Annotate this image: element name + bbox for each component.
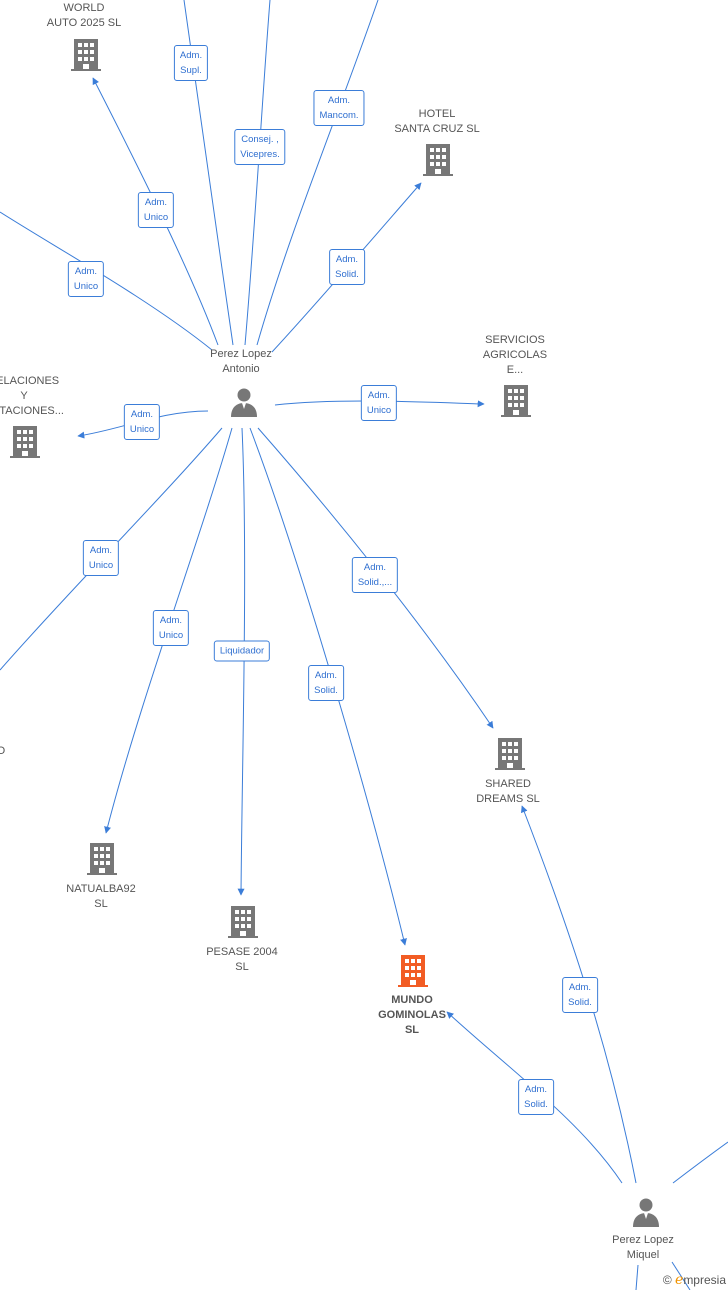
edge-label-adm-unico-left[interactable]: Adm. Unico [67,261,105,297]
node-label-perez-miquel[interactable]: Perez Lopez Miquel [612,1234,674,1261]
node-label-shared[interactable]: SHARED DREAMS SL [476,778,540,805]
edge-line-mancom [256,0,379,346]
edge-label-adm-unico-lower-left[interactable]: Adm. Unico [82,540,120,576]
node-label-world-auto[interactable]: WORLD AUTO 2025 SL [46,2,122,29]
edge-label-adm-supl[interactable]: Adm. Supl. [173,45,209,81]
building-icon[interactable] [494,737,526,771]
edge-label-adm-unico-world[interactable]: Adm. Unico [137,192,175,228]
edge-label-adm-unico-servicios[interactable]: Adm. Unico [360,385,398,421]
node-label-hotel[interactable]: HOTEL SANTA CRUZ SL [394,108,480,135]
building-icon[interactable] [86,842,118,876]
building-icon-highlight[interactable] [397,954,429,988]
node-label-perez-antonio[interactable]: Perez Lopez Antonio [210,348,272,375]
edge-line-consej [244,0,271,346]
edge-line-pesase [237,427,246,896]
node-label-velaciones[interactable]: VELACIONES Y ACTACIONES... [0,375,64,417]
node-label-left-partial: O [0,745,6,757]
edge-label-adm-solid-mundo[interactable]: Adm. Solid. [308,665,344,701]
edge-label-liquidador[interactable]: Liquidador [213,640,271,662]
building-icon[interactable] [70,38,102,72]
edge-line-supl [183,0,234,346]
edge-label-adm-unico-velaciones[interactable]: Adm. Unico [123,404,161,440]
brand-e: e [675,1272,684,1288]
edge-line-miquel-down-right [671,1261,691,1290]
brand-watermark: © empresia [663,1272,726,1288]
edge-label-consej-vicepres[interactable]: Consej. , Vicepres. [234,129,286,165]
edge-line-miquel-down [635,1264,639,1290]
node-label-pesase[interactable]: PESASE 2004 SL [206,946,278,973]
edge-label-adm-solid-shared[interactable]: Adm. Solid.,... [351,557,399,593]
building-icon[interactable] [9,425,41,459]
person-icon[interactable] [630,1196,662,1228]
copyright-icon: © [662,1273,672,1287]
building-icon[interactable] [500,384,532,418]
building-icon[interactable] [422,143,454,177]
edge-line-miquel-right [672,1141,728,1184]
edge-label-adm-solid-miquel-shared[interactable]: Adm. Solid. [562,977,598,1013]
building-icon[interactable] [227,905,259,939]
edge-label-adm-mancom[interactable]: Adm. Mancom. [313,90,365,126]
node-label-natualba[interactable]: NATUALBA92 SL [66,883,136,910]
edge-label-adm-solid-miquel-mundo[interactable]: Adm. Solid. [518,1079,554,1115]
node-label-servicios[interactable]: SERVICIOS AGRICOLAS E... [482,334,548,376]
edge-label-adm-unico-natualba[interactable]: Adm. Unico [152,610,190,646]
node-label-mundo[interactable]: MUNDO GOMINOLAS SL [378,994,446,1036]
edge-line-left-upper [0,211,213,351]
person-icon[interactable] [228,386,260,418]
edge-label-adm-solid-hotel[interactable]: Adm. Solid. [329,249,365,285]
brand-name: mpresia [683,1273,726,1287]
